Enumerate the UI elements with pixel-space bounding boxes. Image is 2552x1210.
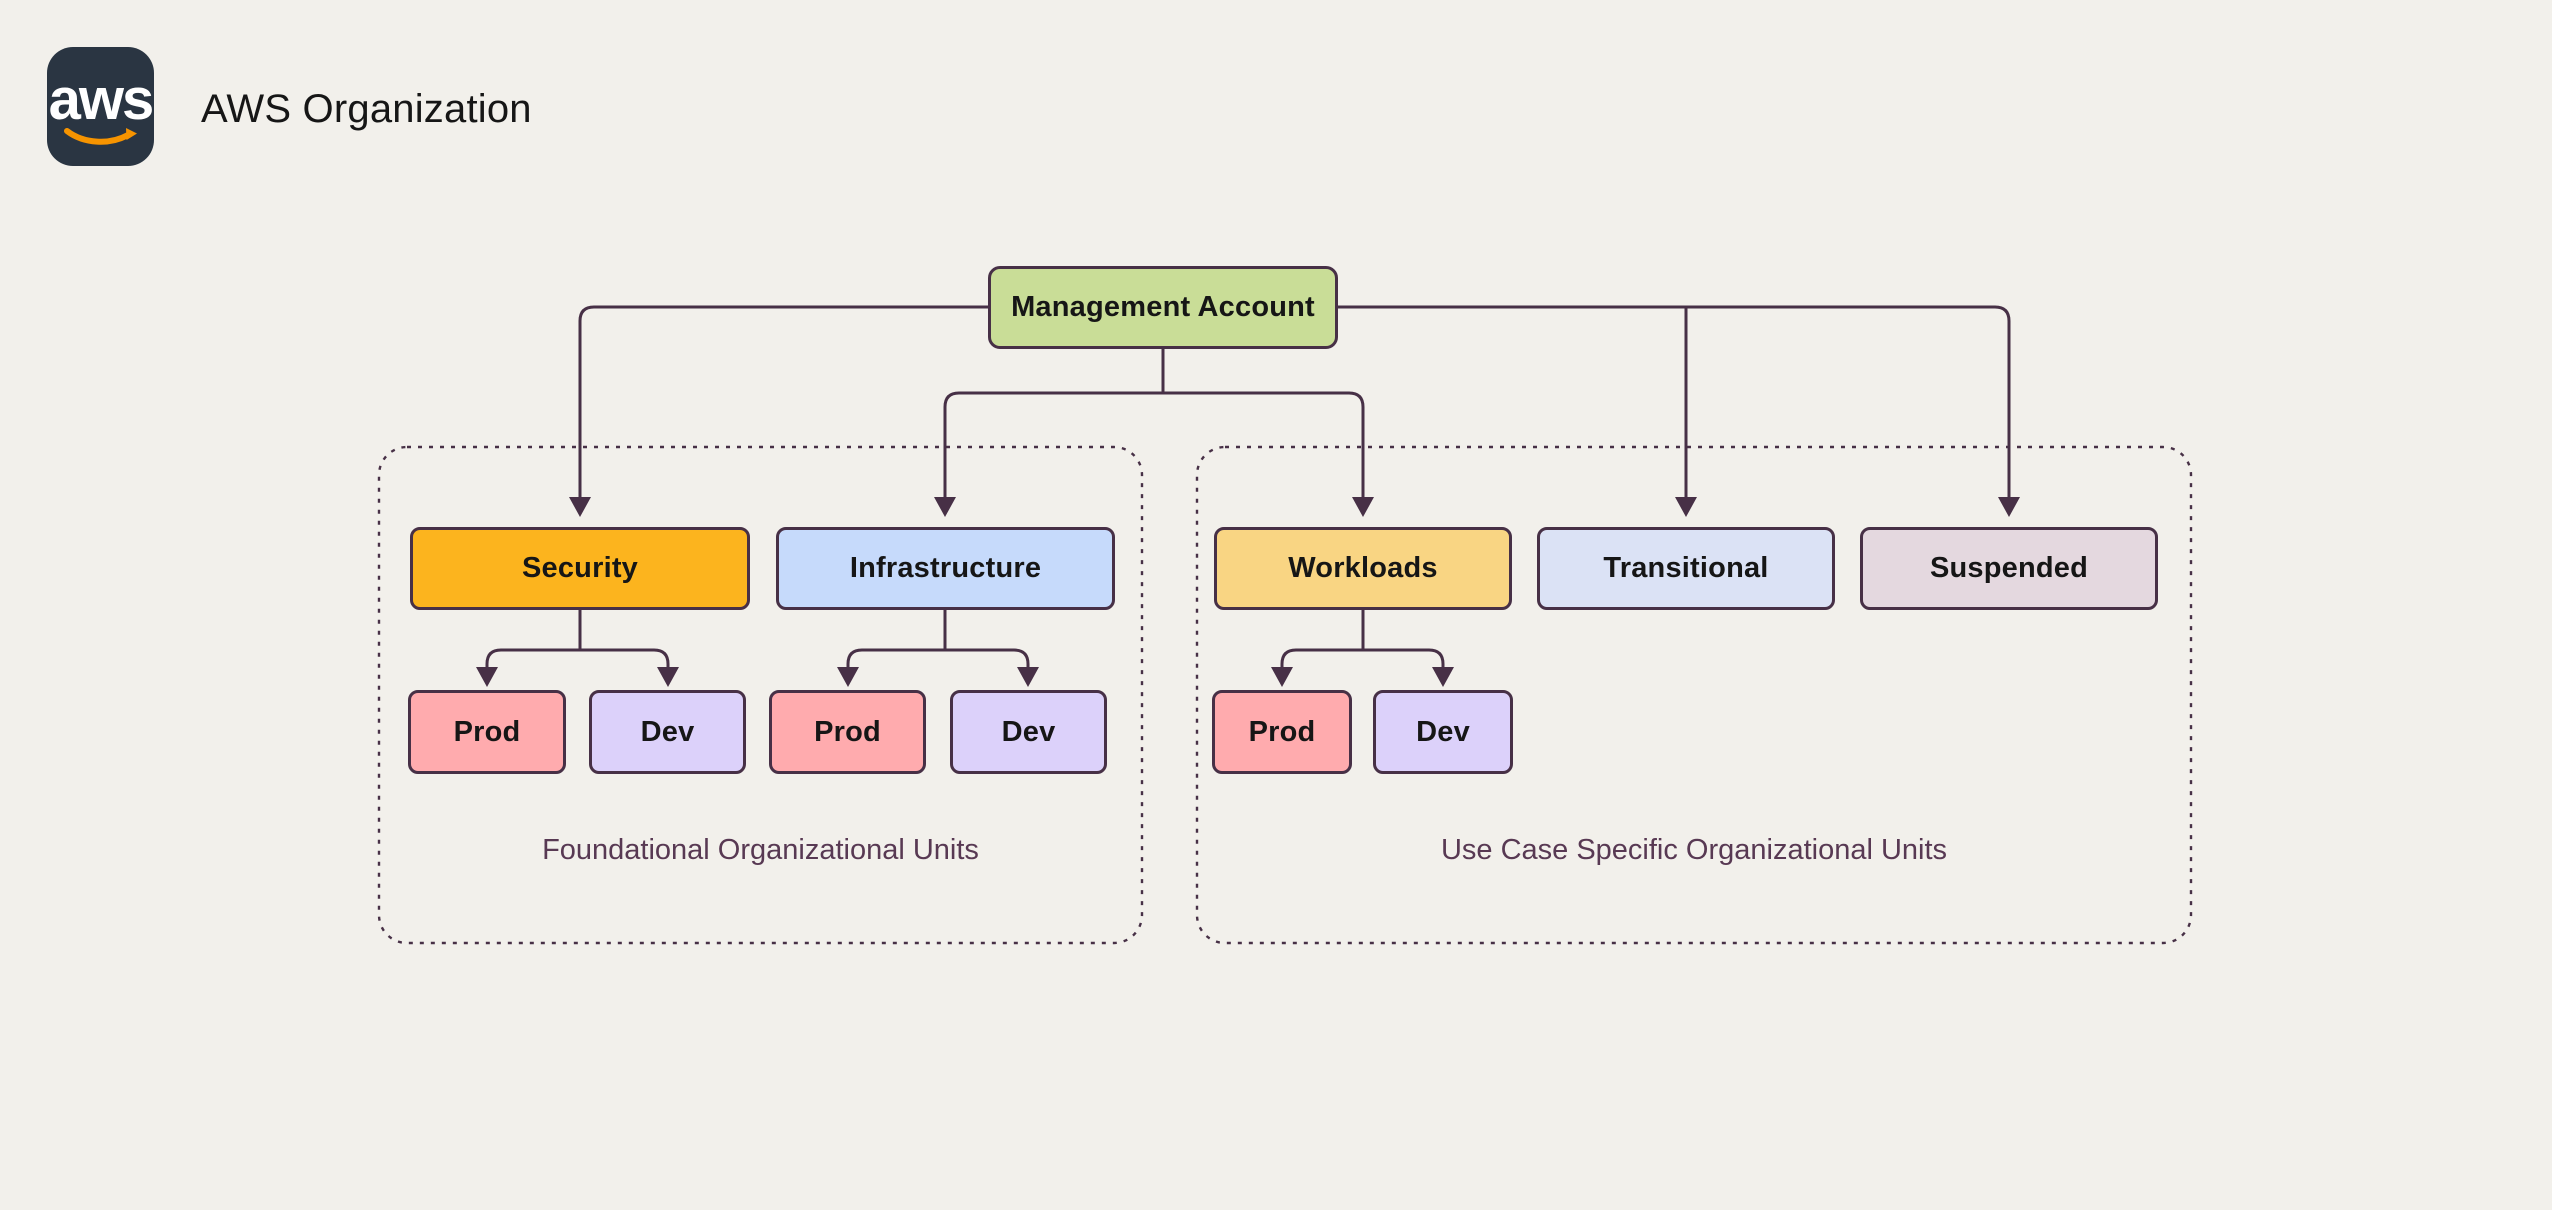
node-workloads-dev: Dev xyxy=(1373,690,1513,774)
arrowhead-transitional xyxy=(1675,497,1697,517)
node-infrastructure-dev: Dev xyxy=(950,690,1107,774)
aws-logo-text: aws xyxy=(48,67,155,133)
connector-security-children xyxy=(485,648,670,669)
group-foundational-border xyxy=(377,445,1144,945)
connector-infrastructure-children xyxy=(846,648,1030,669)
arrowhead-workloads xyxy=(1352,497,1374,517)
arrowhead-suspended xyxy=(1998,497,2020,517)
arrowhead-security-dev xyxy=(657,667,679,687)
node-security-prod: Prod xyxy=(408,690,566,774)
arrowhead-workloads-prod xyxy=(1271,667,1293,687)
connector-root-security xyxy=(578,305,988,499)
node-suspended: Suspended xyxy=(1860,527,2158,610)
page-title: AWS Organization xyxy=(201,87,532,131)
arrowhead-security xyxy=(569,497,591,517)
arrowhead-security-prod xyxy=(476,667,498,687)
node-workloads-prod: Prod xyxy=(1212,690,1352,774)
connector-root-infra-workloads xyxy=(943,391,1365,499)
arrowhead-infrastructure-prod xyxy=(837,667,859,687)
group-label-use-case: Use Case Specific Organizational Units xyxy=(1440,834,1948,866)
node-security-dev: Dev xyxy=(589,690,746,774)
aws-smile-icon xyxy=(63,127,137,145)
connector-workloads-children xyxy=(1280,648,1445,669)
group-label-foundational: Foundational Organizational Units xyxy=(542,834,979,866)
arrowhead-infrastructure xyxy=(934,497,956,517)
node-management-account: Management Account xyxy=(988,266,1338,349)
node-transitional: Transitional xyxy=(1537,527,1835,610)
node-infrastructure-prod: Prod xyxy=(769,690,926,774)
group-usecase-border xyxy=(1195,445,2193,945)
node-workloads: Workloads xyxy=(1214,527,1512,610)
aws-logo: aws xyxy=(47,47,154,166)
arrowhead-infrastructure-dev xyxy=(1017,667,1039,687)
connector-root-suspended xyxy=(1338,305,2011,499)
arrowhead-workloads-dev xyxy=(1432,667,1454,687)
node-infrastructure: Infrastructure xyxy=(776,527,1115,610)
node-security: Security xyxy=(410,527,750,610)
